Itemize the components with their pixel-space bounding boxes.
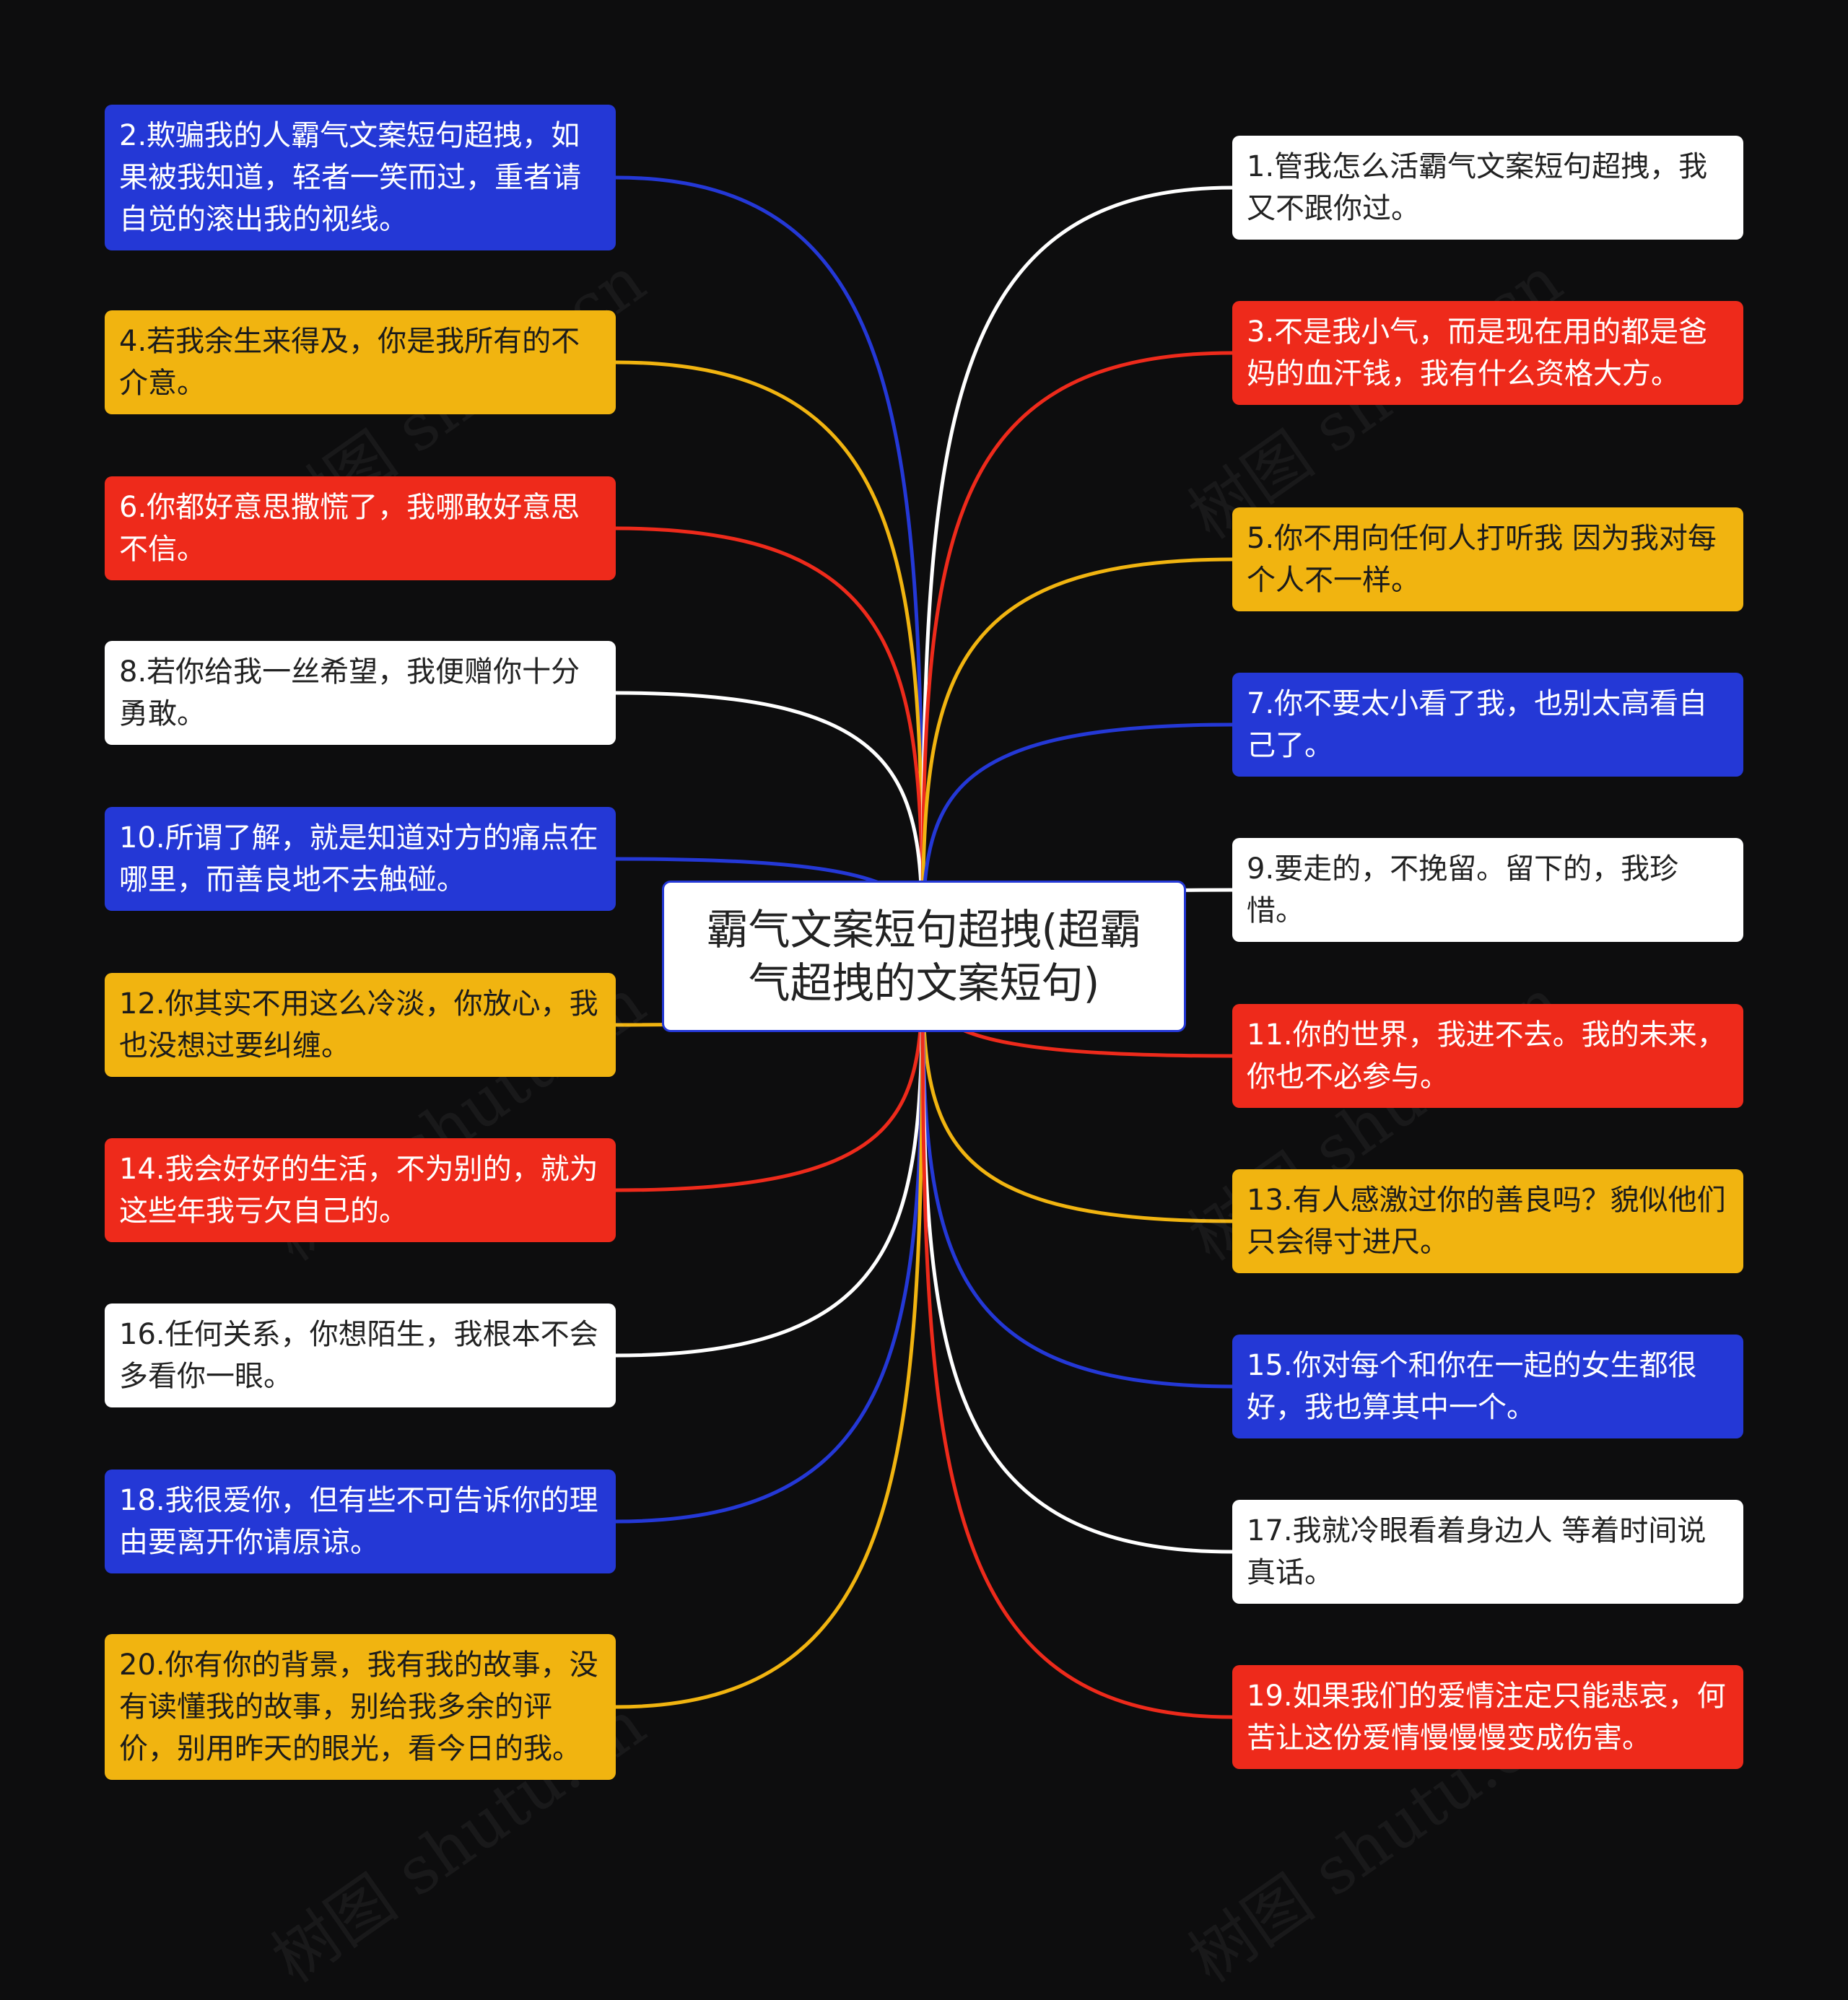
node-text: 6.你都好意思撒慌了，我哪敢好意思不信。 (119, 491, 580, 566)
left-node[interactable]: 16.任何关系，你想陌生，我根本不会多看你一眼。 (105, 1304, 616, 1407)
right-node[interactable]: 1.管我怎么活霸气文案短句超拽，我又不跟你过。 (1232, 136, 1743, 240)
right-node[interactable]: 5.你不用向任何人打听我 因为我对每个人不一样。 (1232, 507, 1743, 611)
left-connector-line (615, 360, 925, 957)
mindmap-canvas: 树图 shutu.cn 树图 shutu.cn 树图 shutu.cn 树图 s… (105, 105, 1743, 1998)
node-text: 4.若我余生来得及，你是我所有的不介意。 (119, 325, 580, 400)
right-node[interactable]: 19.如果我们的爱情注定只能悲哀，何苦让这份爱情慢慢慢变成伤害。 (1232, 1665, 1743, 1769)
left-node[interactable]: 4.若我余生来得及，你是我所有的不介意。 (105, 310, 616, 414)
right-node[interactable]: 3.不是我小气，而是现在用的都是爸妈的血汗钱，我有什么资格大方。 (1232, 301, 1743, 405)
right-connector-line (920, 351, 1233, 957)
left-node[interactable]: 10.所谓了解，就是知道对方的痛点在哪里，而善良地不去触碰。 (105, 807, 616, 911)
node-text: 19.如果我们的爱情注定只能悲哀，何苦让这份爱情慢慢慢变成伤害。 (1247, 1680, 1726, 1755)
right-connector-line (920, 557, 1233, 957)
node-text: 8.若你给我一丝希望，我便赠你十分勇敢。 (119, 655, 580, 730)
node-text: 20.你有你的背景，我有我的故事，没有读懂我的故事，别给我多余的评价，别用昨天的… (119, 1649, 598, 1765)
node-text: 1.管我怎么活霸气文案短句超拽，我又不跟你过。 (1247, 150, 1708, 225)
node-text: 3.不是我小气，而是现在用的都是爸妈的血汗钱，我有什么资格大方。 (1247, 315, 1708, 390)
right-connector-line (920, 185, 1233, 957)
right-connector-line (920, 956, 1233, 1719)
right-node[interactable]: 7.你不要太小看了我，也别太高看自己了。 (1232, 673, 1743, 777)
node-text: 10.所谓了解，就是知道对方的痛点在哪里，而善良地不去触碰。 (119, 821, 598, 896)
node-text: 11.你的世界，我进不去。我的未来，你也不必参与。 (1247, 1018, 1726, 1093)
right-node[interactable]: 11.你的世界，我进不去。我的未来，你也不必参与。 (1232, 1004, 1743, 1108)
left-connector-line (615, 956, 925, 1709)
left-node[interactable]: 8.若你给我一丝希望，我便赠你十分勇敢。 (105, 641, 616, 745)
left-connector-line (615, 956, 925, 1524)
node-text: 14.我会好好的生活，不为别的，就为这些年我亏欠自己的。 (119, 1153, 598, 1228)
node-text: 16.任何关系，你想陌生，我根本不会多看你一眼。 (119, 1318, 598, 1393)
node-text: 5.你不用向任何人打听我 因为我对每个人不一样。 (1247, 522, 1717, 597)
central-topic[interactable]: 霸气文案短句超拽(超霸气超拽的文案短句) (662, 881, 1186, 1032)
node-text: 18.我很爱你，但有些不可告诉你的理由要离开你请原谅。 (119, 1484, 598, 1559)
left-node[interactable]: 12.你其实不用这么冷淡，你放心，我也没想过要纠缠。 (105, 973, 616, 1077)
central-topic-title: 霸气文案短句超拽(超霸气超拽的文案短句) (706, 905, 1142, 1008)
right-connector-line (920, 956, 1233, 1554)
right-node[interactable]: 15.你对每个和你在一起的女生都很好，我也算其中一个。 (1232, 1335, 1743, 1438)
node-text: 15.你对每个和你在一起的女生都很好，我也算其中一个。 (1247, 1349, 1697, 1424)
left-node[interactable]: 2.欺骗我的人霸气文案短句超拽，如果被我知道，轻者一笑而过，重者请自觉的滚出我的… (105, 105, 616, 250)
right-node[interactable]: 9.要走的，不挽留。留下的，我珍惜。 (1232, 838, 1743, 942)
left-node[interactable]: 14.我会好好的生活，不为别的，就为这些年我亏欠自己的。 (105, 1138, 616, 1242)
right-node[interactable]: 13.有人感激过你的善良吗？貌似他们只会得寸进尺。 (1232, 1169, 1743, 1273)
left-node[interactable]: 20.你有你的背景，我有我的故事，没有读懂我的故事，别给我多余的评价，别用昨天的… (105, 1634, 616, 1780)
left-node[interactable]: 6.你都好意思撒慌了，我哪敢好意思不信。 (105, 476, 616, 580)
node-text: 17.我就冷眼看着身边人 等着时间说真话。 (1247, 1514, 1707, 1589)
node-text: 7.你不要太小看了我，也别太高看自己了。 (1247, 687, 1708, 762)
node-text: 13.有人感激过你的善良吗？貌似他们只会得寸进尺。 (1247, 1184, 1726, 1259)
right-node[interactable]: 17.我就冷眼看着身边人 等着时间说真话。 (1232, 1500, 1743, 1604)
node-text: 2.欺骗我的人霸气文案短句超拽，如果被我知道，轻者一笑而过，重者请自觉的滚出我的… (119, 119, 581, 236)
left-node[interactable]: 18.我很爱你，但有些不可告诉你的理由要离开你请原谅。 (105, 1470, 616, 1573)
node-text: 9.要走的，不挽留。留下的，我珍惜。 (1247, 852, 1679, 927)
left-connector-line (615, 175, 925, 957)
node-text: 12.你其实不用这么冷淡，你放心，我也没想过要纠缠。 (119, 987, 598, 1062)
